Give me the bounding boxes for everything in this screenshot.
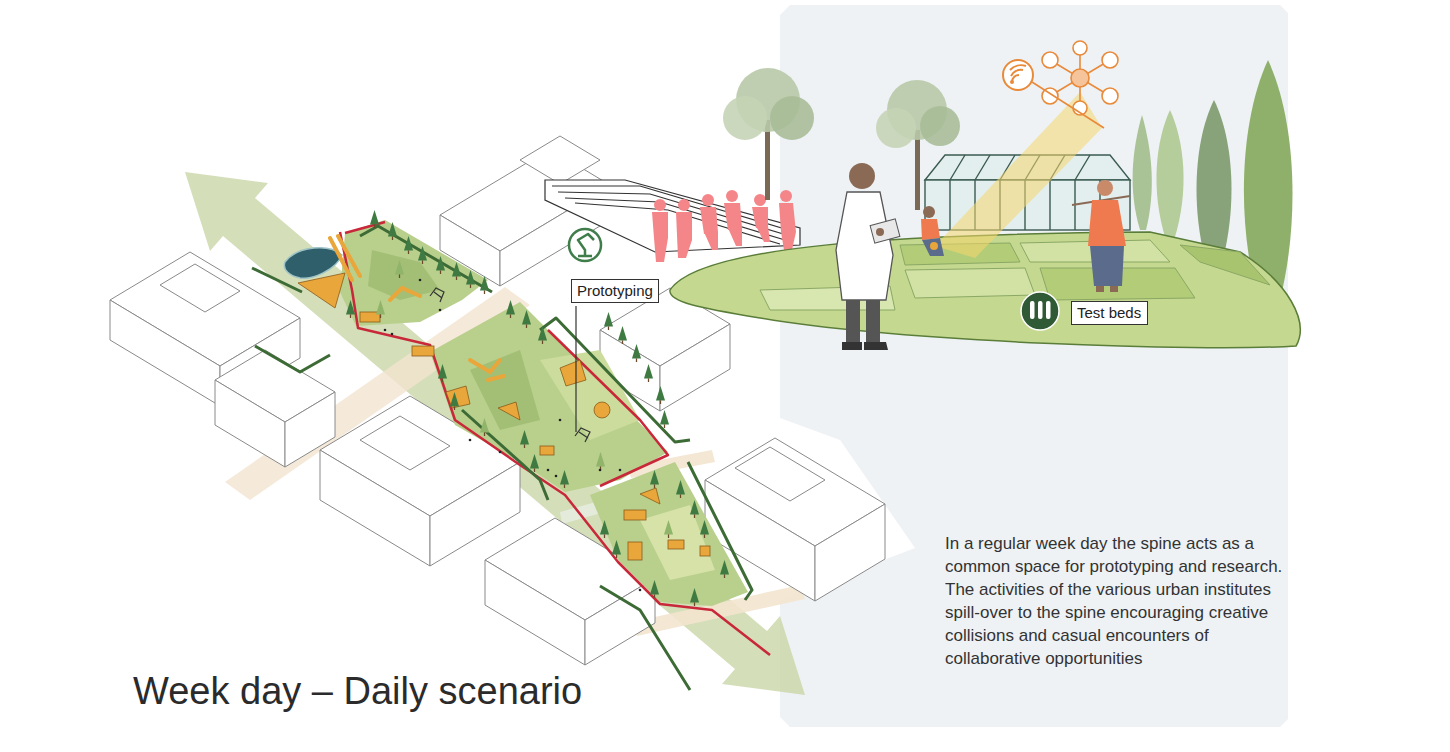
trees [346, 210, 729, 606]
scientist [836, 163, 900, 350]
people-dots [384, 279, 642, 592]
researcher [1072, 180, 1130, 292]
wifi-icon [1003, 60, 1033, 90]
callout-box: Test beds [1071, 301, 1148, 325]
bleachers [545, 180, 800, 252]
child [921, 206, 944, 256]
lawn [670, 232, 1300, 348]
pond [284, 248, 342, 278]
play-objects [298, 273, 710, 560]
diagram-title: Week day – Daily scenario [133, 670, 582, 713]
spine-arrow [185, 172, 805, 695]
buildings [110, 136, 885, 665]
caption-text: In a regular week day the spine acts as … [945, 532, 1283, 670]
drone-beam [935, 92, 1102, 258]
box-label: Prototyping [577, 282, 653, 300]
leader-line [575, 306, 576, 432]
box-label: Test beds [1077, 304, 1142, 322]
test-tube-icon [1021, 292, 1059, 330]
panel [780, 5, 1288, 727]
drone [1032, 41, 1118, 128]
play-lines [330, 236, 504, 380]
robot-arm-icon [569, 229, 601, 261]
play-frames [430, 288, 590, 442]
callout-box: Prototyping [571, 279, 659, 303]
